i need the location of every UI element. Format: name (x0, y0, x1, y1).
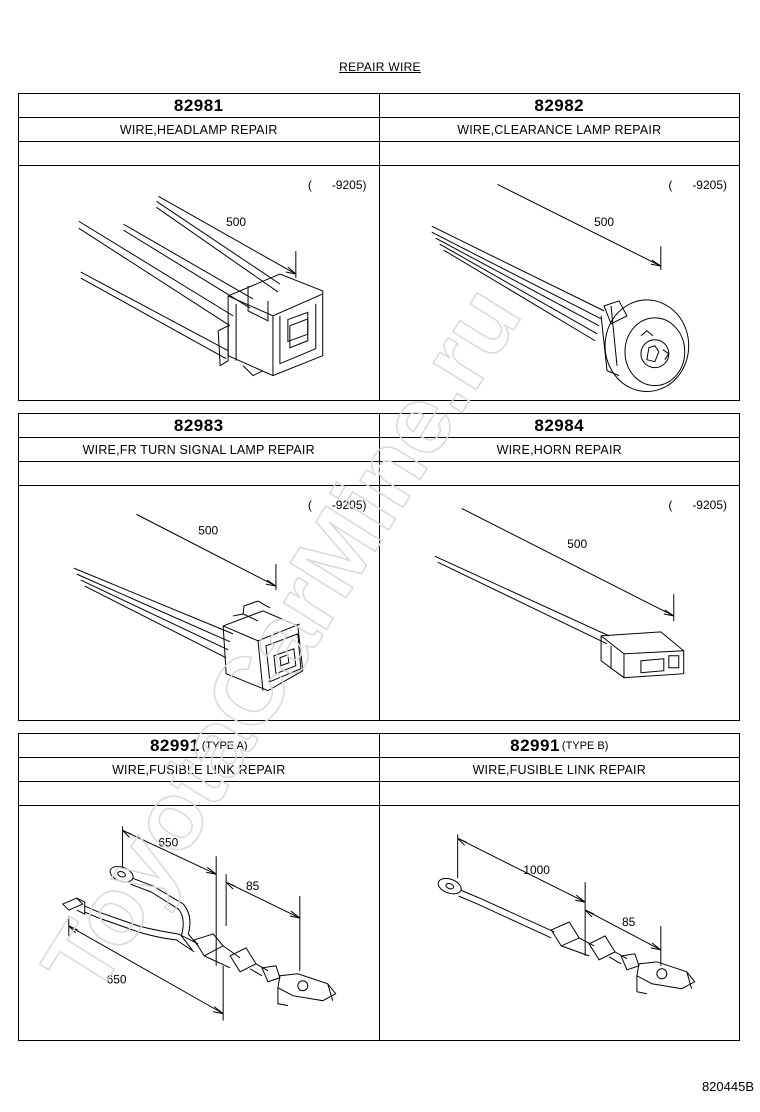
dimension-label: 650 (107, 973, 127, 987)
dimension-label: 1000 (523, 863, 550, 877)
part-name: WIRE,FUSIBLE LINK REPAIR (472, 762, 646, 777)
headlamp-connector-drawing: 500 (78, 195, 324, 377)
clearance-lamp-connector-drawing: 500 (431, 183, 689, 393)
dimension-label: 500 (198, 523, 218, 537)
part-number[interactable]: 82984 (534, 415, 585, 435)
blank-row (19, 462, 739, 486)
figure-turn-signal-wire: ( -9205) (19, 486, 379, 720)
part-number[interactable]: 82981 (173, 95, 224, 115)
name-row: WIRE,FR TURN SIGNAL LAMP REPAIR WIRE,HOR… (19, 438, 739, 462)
parts-block-1: 82981 82982 WIRE,HEADLAMP REPAIR WIRE,CL… (18, 93, 740, 401)
page-title: REPAIR WIRE (339, 60, 421, 74)
part-number[interactable]: 82982 (534, 95, 585, 115)
part-number[interactable]: 82991 (149, 735, 200, 755)
parts-block-2: 82983 82984 WIRE,FR TURN SIGNAL LAMP REP… (18, 413, 740, 721)
part-code-cell: 82981 (19, 94, 379, 117)
production-period: ( -9205) (668, 178, 727, 192)
part-number[interactable]: 82983 (173, 415, 224, 435)
figure-fusible-link-type-b: 1000 85 (378, 806, 740, 1040)
part-name: WIRE,FR TURN SIGNAL LAMP REPAIR (82, 442, 315, 457)
figure-row: ( -9205) (19, 486, 739, 720)
part-name: WIRE,FUSIBLE LINK REPAIR (112, 762, 286, 777)
dimension-label: 650 (158, 835, 178, 849)
part-number[interactable]: 82991 (510, 735, 560, 755)
figure-fusible-link-type-a: 650 85 650 (19, 806, 379, 1040)
figure-row: ( -9205) (19, 166, 739, 400)
production-period: ( -9205) (668, 498, 727, 512)
code-row: 82983 82984 (19, 414, 739, 438)
figure-row: 650 85 650 (19, 806, 739, 1040)
part-type: (TYPE B) (561, 739, 609, 752)
dimension-label: 85 (621, 915, 635, 929)
name-row: WIRE,FUSIBLE LINK REPAIR WIRE,FUSIBLE LI… (19, 758, 739, 782)
name-row: WIRE,HEADLAMP REPAIR WIRE,CLEARANCE LAMP… (19, 118, 739, 142)
blank-row (19, 782, 739, 806)
code-row: 82981 82982 (19, 94, 739, 118)
production-period: ( -9205) (307, 498, 367, 512)
figure-code: 820445B (701, 1079, 754, 1094)
turn-signal-connector-drawing: 500 (73, 513, 304, 692)
fusible-link-type-a-drawing: 650 85 650 (61, 826, 337, 1021)
dimension-label: 500 (226, 215, 246, 229)
production-period: ( -9205) (307, 178, 367, 192)
code-row: 82991 (TYPE A) 82991 (TYPE B) (19, 734, 739, 758)
part-name: WIRE,HORN REPAIR (496, 442, 622, 457)
part-name: WIRE,HEADLAMP REPAIR (119, 122, 278, 137)
part-type: (TYPE A) (201, 739, 248, 752)
dimension-label: 85 (246, 879, 260, 893)
horn-connector-drawing: 500 (434, 507, 684, 679)
dimension-label: 500 (594, 215, 614, 229)
part-name: WIRE,CLEARANCE LAMP REPAIR (457, 122, 662, 137)
figure-clearance-lamp-wire: ( -9205) (378, 166, 740, 400)
parts-block-3: 82991 (TYPE A) 82991 (TYPE B) WIRE,FUSIB… (18, 733, 740, 1041)
figure-headlamp-wire: ( -9205) (19, 166, 379, 400)
dimension-label: 500 (567, 537, 587, 551)
figure-horn-wire: ( -9205) 500 (378, 486, 740, 720)
part-code-cell: 82982 (378, 94, 740, 117)
blank-row (19, 142, 739, 166)
fusible-link-type-b-drawing: 1000 85 (437, 834, 695, 995)
